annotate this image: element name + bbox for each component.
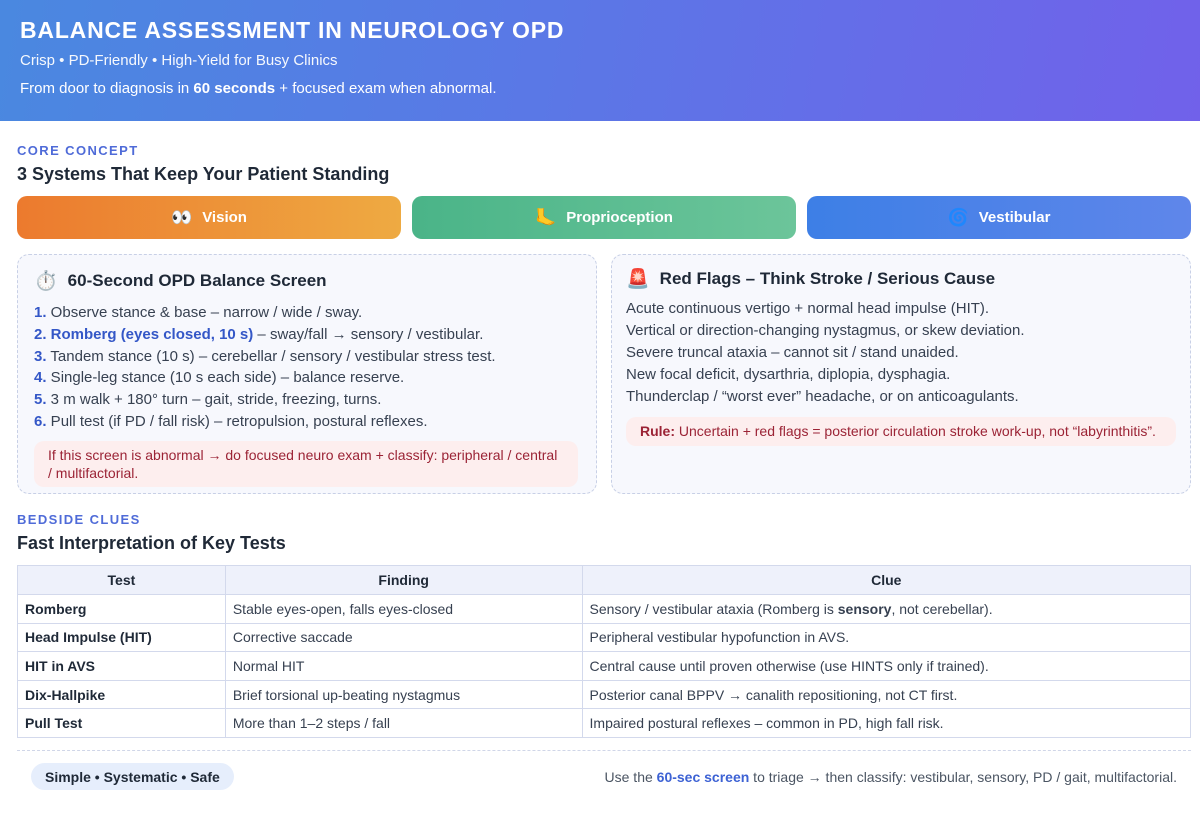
systems-row: 👀 Vision 🦶 Proprioception 🌀 Vestibular — [17, 196, 1191, 239]
list-item: 3. Tandem stance (10 s) – cerebellar / s… — [34, 346, 578, 368]
step-number: 5. — [34, 391, 47, 409]
stopwatch-icon: ⏱️ — [34, 271, 58, 292]
list-item: 5. 3 m walk + 180° turn – gait, stride, … — [34, 389, 578, 411]
system-pill-vision: 👀 Vision — [17, 196, 401, 239]
list-item: New focal deficit, dysarthria, diplopia,… — [626, 366, 951, 383]
step-text: Tandem stance (10 s) – cerebellar / sens… — [46, 347, 496, 365]
test-cell: Dix-Hallpike — [17, 679, 226, 710]
rule-note: Rule: Uncertain + red flags = posterior … — [626, 417, 1176, 446]
column-header: Finding — [224, 565, 583, 595]
list-item: 6. Pull test (if PD / fall risk) – retro… — [34, 411, 578, 433]
column-header: Clue — [581, 565, 1192, 595]
foot-icon: 🦶 — [535, 207, 557, 227]
card-title: 60-Second OPD Balance Screen — [67, 271, 327, 290]
finding-cell: Brief torsional up-beating nystagmus — [224, 679, 583, 710]
clue-cell: Sensory / vestibular ataxia (Romberg is … — [581, 594, 1192, 624]
eyes-icon: 👀 — [171, 207, 193, 227]
clue-cell: Impaired postural reflexes – common in P… — [581, 708, 1192, 738]
red-flag-list: Acute continuous vertigo + normal head i… — [626, 298, 1176, 408]
clue-text: Sensory / vestibular ataxia (Romberg is — [589, 600, 838, 617]
clue-cell: Peripheral vestibular hypofunction in AV… — [581, 622, 1192, 653]
rule-text: Uncertain + red flags = posterior circul… — [675, 423, 1156, 439]
abnormal-screen-note: If this screen is abnormal → do focused … — [34, 440, 578, 487]
finding-cell: Normal HIT — [224, 651, 583, 681]
list-item: 4. Single-leg stance (10 s each side) – … — [34, 367, 578, 389]
list-item: Acute continuous vertigo + normal head i… — [626, 300, 990, 317]
footer-note-post: to triage → then classify: vestibular, s… — [749, 769, 1177, 785]
test-cell: HIT in AVS — [17, 651, 226, 681]
page-title: BALANCE ASSESSMENT IN NEUROLOGY OPD — [20, 17, 565, 43]
footer-note-highlight: 60-sec screen — [656, 769, 750, 785]
header-banner: BALANCE ASSESSMENT IN NEUROLOGY OPD Cris… — [0, 0, 1200, 121]
core-concept-label: CORE CONCEPT — [17, 143, 139, 158]
test-cell: Head Impulse (HIT) — [17, 622, 226, 653]
table-row: Pull Test More than 1–2 steps / fall Imp… — [17, 708, 1192, 738]
system-pill-vestibular: 🌀 Vestibular — [807, 196, 1191, 239]
balance-screen-card: ⏱️ 60-Second OPD Balance Screen 1. Obser… — [17, 254, 597, 494]
key-tests-table: Test Finding Clue Romberg Stable eyes-op… — [17, 565, 1192, 738]
clue-cell: Central cause until proven otherwise (us… — [581, 651, 1192, 681]
test-cell: Romberg — [17, 594, 226, 624]
page-subtitle: Crisp • PD-Friendly • High-Yield for Bus… — [20, 52, 338, 69]
step-number: 1. — [34, 304, 47, 321]
tagline-pre: From door to diagnosis in — [20, 80, 194, 97]
screen-steps: 1. Observe stance & base – narrow / wide… — [34, 302, 578, 433]
step-number: 2. — [34, 325, 47, 343]
footer-note-pre: Use the — [604, 769, 657, 785]
clue-cell: Posterior canal BPPV → canalith repositi… — [581, 679, 1192, 710]
step-text: – sway/fall → sensory / vestibular. — [253, 325, 484, 343]
footer-badge: Simple • Systematic • Safe — [31, 763, 234, 790]
step-text: Single-leg stance (10 s each side) – bal… — [46, 369, 405, 387]
list-item: 2. Romberg (eyes closed, 10 s) – sway/fa… — [34, 324, 578, 346]
clue-bold: sensory — [837, 600, 892, 617]
system-label: Vision — [202, 209, 247, 226]
list-item: Vertical or direction-changing nystagmus… — [626, 322, 1025, 339]
table-row: HIT in AVS Normal HIT Central cause unti… — [17, 651, 1192, 681]
table-row: Head Impulse (HIT) Corrective saccade Pe… — [17, 622, 1192, 653]
core-concept-title: 3 Systems That Keep Your Patient Standin… — [17, 164, 390, 184]
table-row: Dix-Hallpike Brief torsional up-beating … — [17, 679, 1192, 710]
finding-cell: Corrective saccade — [224, 622, 583, 653]
tagline-post: + focused exam when abnormal. — [275, 80, 497, 97]
finding-cell: Stable eyes-open, falls eyes-closed — [224, 594, 583, 624]
step-text: 3 m walk + 180° turn – gait, stride, fre… — [46, 391, 382, 409]
step-text: Pull test (if PD / fall risk) – retropul… — [46, 412, 428, 430]
system-pill-proprioception: 🦶 Proprioception — [412, 196, 796, 239]
bedside-clues-label: BEDSIDE CLUES — [17, 512, 141, 527]
spiral-icon: 🌀 — [947, 207, 969, 227]
card-header: 🚨 Red Flags – Think Stroke / Serious Cau… — [626, 267, 1176, 291]
step-text: Observe stance & base – narrow / wide / … — [46, 304, 363, 321]
test-cell: Pull Test — [17, 708, 226, 738]
list-item: Thunderclap / “worst ever” headache, or … — [626, 388, 1019, 405]
siren-icon: 🚨 — [626, 269, 650, 290]
tagline-bold: 60 seconds — [193, 80, 276, 97]
column-header: Test — [17, 565, 226, 595]
page-tagline: From door to diagnosis in 60 seconds + f… — [20, 80, 1180, 97]
card-title: Red Flags – Think Stroke / Serious Cause — [659, 269, 996, 288]
table-header-row: Test Finding Clue — [17, 565, 1192, 595]
list-item: 1. Observe stance & base – narrow / wide… — [34, 302, 578, 324]
rule-label: Rule: — [640, 423, 675, 439]
red-flags-card: 🚨 Red Flags – Think Stroke / Serious Cau… — [611, 254, 1191, 494]
system-label: Vestibular — [978, 209, 1051, 226]
step-number: 4. — [34, 369, 47, 387]
step-number: 6. — [34, 412, 47, 430]
list-item: Severe truncal ataxia – cannot sit / sta… — [626, 344, 959, 361]
footer-divider — [17, 750, 1191, 751]
system-label: Proprioception — [566, 209, 673, 226]
step-highlight: Romberg (eyes closed, 10 s) — [46, 325, 254, 343]
card-header: ⏱️ 60-Second OPD Balance Screen — [34, 269, 578, 293]
clue-text: , not cerebellar). — [891, 600, 993, 617]
footer-note: Use the 60-sec screen to triage → then c… — [605, 769, 1177, 785]
step-number: 3. — [34, 347, 47, 365]
bedside-clues-title: Fast Interpretation of Key Tests — [17, 533, 286, 553]
table-row: Romberg Stable eyes-open, falls eyes-clo… — [17, 594, 1192, 624]
finding-cell: More than 1–2 steps / fall — [224, 708, 583, 738]
